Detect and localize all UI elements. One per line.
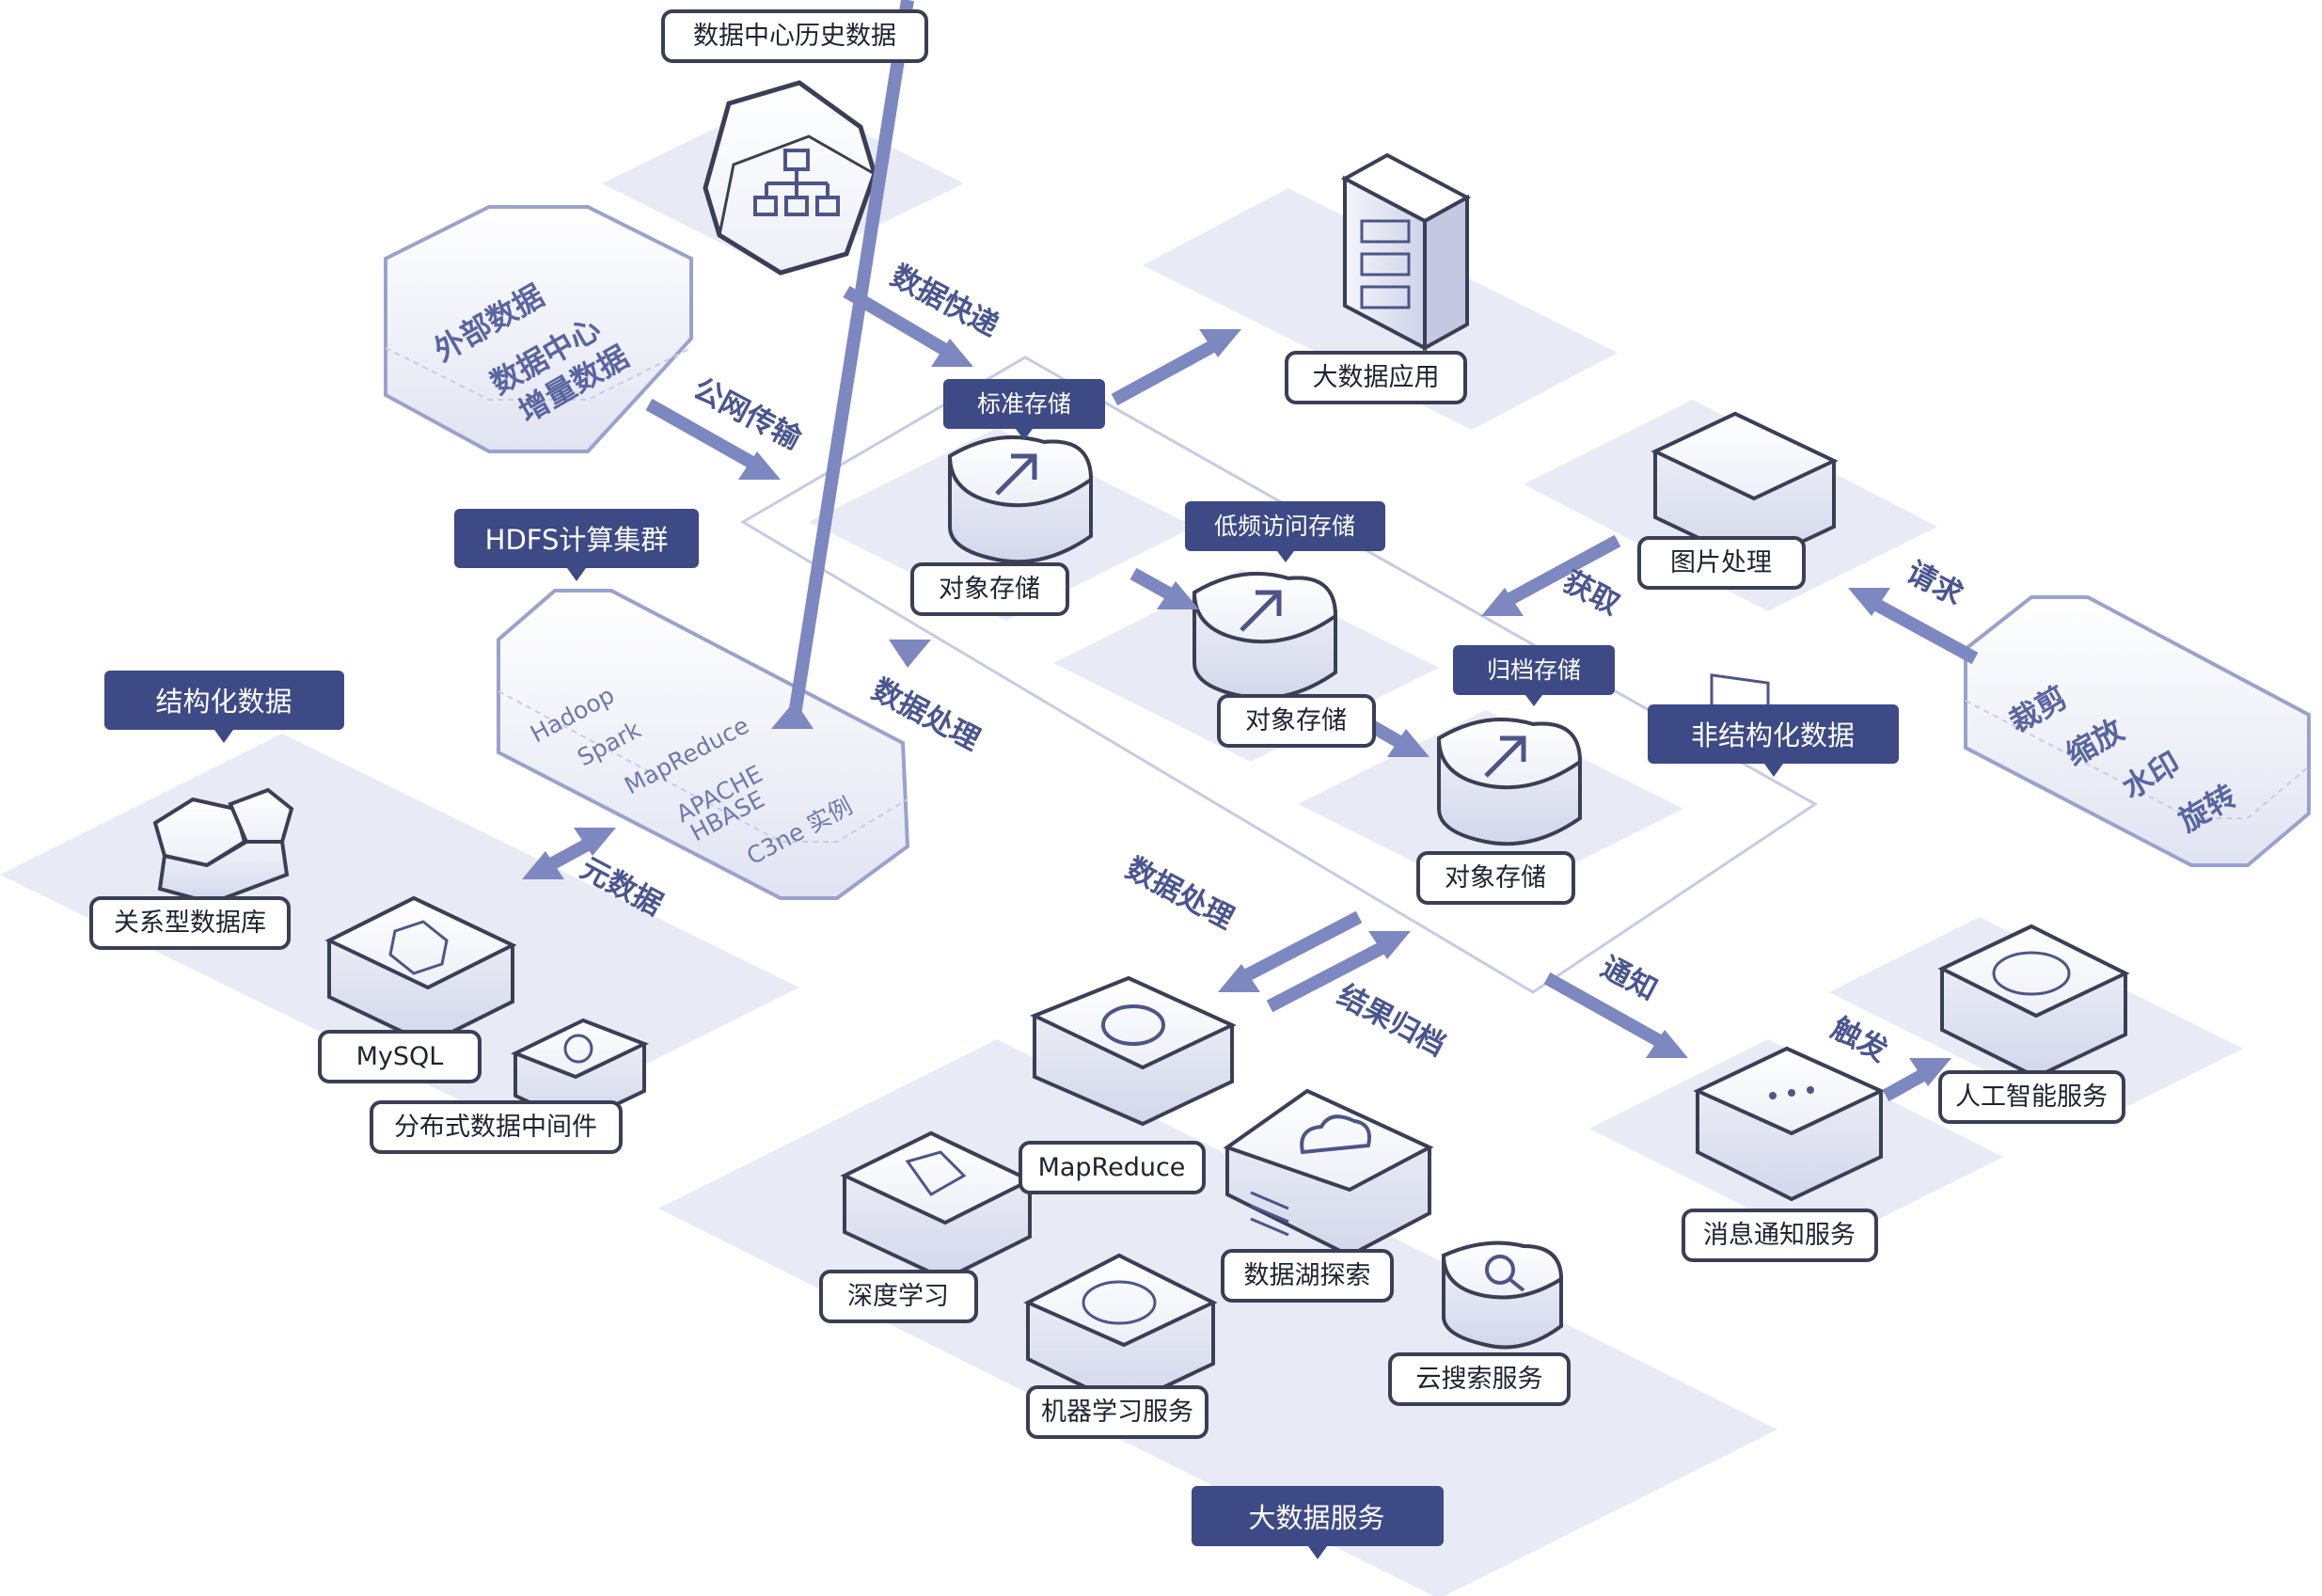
svg-text:机器学习服务: 机器学习服务 xyxy=(1041,1398,1193,1427)
arrow-data-processing-hdfs xyxy=(771,0,931,729)
flow-notify: 通知 xyxy=(1595,950,1663,1007)
svg-text:对象存储: 对象存储 xyxy=(939,575,1040,604)
svg-text:低频访问存储: 低频访问存储 xyxy=(1214,513,1355,540)
label-relational: 关系型数据库 xyxy=(89,896,291,950)
label-ai: 人工智能服务 xyxy=(1938,1070,2125,1124)
tag-archive: 归档存储 xyxy=(1453,645,1615,706)
arrow-to-bigdata-app xyxy=(1111,329,1241,406)
label-middleware: 分布式数据中间件 xyxy=(370,1100,623,1154)
arrow-trigger xyxy=(1882,1058,1951,1102)
svg-text:大数据服务: 大数据服务 xyxy=(1248,1502,1384,1534)
svg-text:人工智能服务: 人工智能服务 xyxy=(1955,1082,2108,1112)
svg-text:分布式数据中间件: 分布式数据中间件 xyxy=(394,1113,597,1142)
svg-text:HDFS计算集群: HDFS计算集群 xyxy=(485,524,669,556)
flow-trigger: 触发 xyxy=(1825,1011,1893,1068)
flow-arrows xyxy=(522,0,1979,1102)
clusters xyxy=(384,205,2311,900)
label-mysql: MySQL xyxy=(318,1030,482,1083)
image-ops-cluster xyxy=(1964,595,2311,867)
label-object-standard: 对象存储 xyxy=(910,562,1069,616)
search-icon xyxy=(1441,1240,1564,1350)
svg-text:数据湖探索: 数据湖探索 xyxy=(1244,1261,1371,1290)
upload-icon xyxy=(1436,718,1583,846)
label-object-archive: 对象存储 xyxy=(1416,851,1575,905)
brain-icon xyxy=(1937,924,2130,1080)
org-chart-icon xyxy=(703,80,877,276)
tag-standard: 标准存储 xyxy=(943,379,1105,440)
svg-text:归档存储: 归档存储 xyxy=(1487,656,1581,684)
arrow-acquire xyxy=(1481,534,1621,616)
svg-text:关系型数据库: 关系型数据库 xyxy=(114,909,266,938)
svg-text:MapReduce: MapReduce xyxy=(1038,1153,1186,1182)
svg-text:对象存储: 对象存储 xyxy=(1245,706,1347,735)
svg-text:大数据应用: 大数据应用 xyxy=(1313,363,1440,392)
hdfs-cluster xyxy=(497,589,910,900)
tag-hdfs: HDFS计算集群 xyxy=(454,509,699,581)
arrow-notify xyxy=(1543,972,1688,1058)
svg-text:标准存储: 标准存储 xyxy=(977,390,1071,418)
svg-text:MySQL: MySQL xyxy=(356,1042,444,1071)
upload-icon xyxy=(947,435,1094,564)
server-icon xyxy=(1340,152,1472,352)
external-data-cluster xyxy=(384,205,693,453)
flow-result-archive: 结果归档 xyxy=(1332,978,1450,1063)
svg-text:深度学习: 深度学习 xyxy=(847,1282,949,1311)
arrow-lowfreq-to-archive xyxy=(1365,718,1430,757)
middleware-icon xyxy=(511,1018,650,1127)
arrow-standard-to-lowfreq xyxy=(1129,567,1199,609)
tag-unstructured: 非结构化数据 xyxy=(1648,704,1899,777)
dark-tags: 标准存储 低频访问存储 归档存储 非结构化数据 HDFS计算集群 结构化数据 大… xyxy=(104,379,1899,1559)
svg-text:结构化数据: 结构化数据 xyxy=(155,686,292,718)
label-object-lowfreq: 对象存储 xyxy=(1217,694,1376,748)
label-history: 数据中心历史数据 xyxy=(661,9,928,63)
tag-lowfreq: 低频访问存储 xyxy=(1185,501,1385,562)
tag-structured: 结构化数据 xyxy=(104,671,344,743)
message-icon xyxy=(1693,1046,1886,1202)
upload-icon xyxy=(1192,572,1338,701)
image-icon xyxy=(1651,411,1839,727)
label-ml: 机器学习服务 xyxy=(1026,1385,1208,1439)
label-image-processing: 图片处理 xyxy=(1637,536,1806,590)
elephant-icon xyxy=(1030,975,1237,1127)
label-bigdata-app: 大数据应用 xyxy=(1285,351,1467,404)
tag-services: 大数据服务 xyxy=(1192,1486,1444,1559)
label-data-lake: 数据湖探索 xyxy=(1221,1249,1394,1303)
svg-text:对象存储: 对象存储 xyxy=(1445,863,1546,893)
database-icon xyxy=(152,787,294,906)
svg-text:非结构化数据: 非结构化数据 xyxy=(1691,719,1855,751)
label-cloud-search: 云搜索服务 xyxy=(1388,1352,1571,1406)
object-storage-frame xyxy=(740,356,1818,994)
arrow-request xyxy=(1848,588,1979,665)
label-message: 消息通知服务 xyxy=(1682,1209,1878,1262)
arrow-public-network xyxy=(645,398,781,480)
cloud-icon xyxy=(1223,1088,1434,1258)
arrow-data-processing-services xyxy=(1218,910,1363,992)
flow-public-network: 公网传输 xyxy=(687,371,807,456)
flow-request: 请求 xyxy=(1901,555,1968,612)
svg-text:消息通知服务: 消息通知服务 xyxy=(1703,1221,1856,1250)
mysql-icon xyxy=(324,895,517,1047)
arrow-metadata xyxy=(522,828,616,879)
svg-text:数据中心历史数据: 数据中心历史数据 xyxy=(693,22,896,51)
arrow-result-archive xyxy=(1266,931,1411,1013)
svg-text:图片处理: 图片处理 xyxy=(1670,548,1772,577)
label-deep-learning: 深度学习 xyxy=(819,1270,978,1323)
white-labels: 数据中心历史数据 大数据应用 图片处理 对象存储 对象存储 对象存储 关系型数据… xyxy=(89,9,2125,1439)
flow-data-processing-services: 数据处理 xyxy=(1120,851,1239,936)
label-mapreduce: MapReduce xyxy=(1019,1141,1206,1194)
svg-text:云搜索服务: 云搜索服务 xyxy=(1416,1365,1543,1394)
brain-icon xyxy=(1023,1253,1218,1409)
